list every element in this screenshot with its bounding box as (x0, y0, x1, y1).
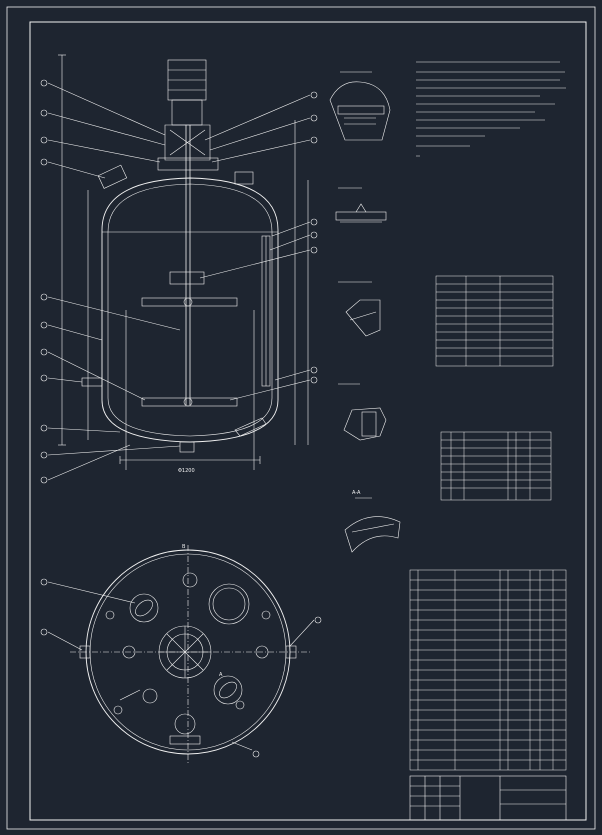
design-parameters-table (435, 275, 554, 367)
plan-view (40, 545, 322, 765)
upper-impeller (141, 297, 238, 307)
nozzle-table (440, 431, 552, 501)
top-nozzle-left (97, 164, 128, 189)
outer-border (6, 6, 596, 830)
detail-i (329, 71, 391, 141)
bottom-support (234, 417, 267, 437)
parts-list-table (409, 569, 567, 771)
side-nozzle (81, 377, 103, 387)
width-dimension: Φ1200 (178, 468, 195, 474)
gearbox (171, 99, 203, 126)
detail-weld-3 (338, 383, 387, 441)
vessel-shell (101, 177, 279, 443)
bottom-outlet (179, 441, 195, 453)
section-aa-label: A-A (352, 490, 361, 496)
vessel-elevation (40, 54, 318, 484)
coupling (169, 271, 205, 285)
detail-section-aa (344, 497, 401, 553)
view-b-label: B (182, 544, 186, 550)
manhole (208, 583, 250, 625)
mounting-base (157, 157, 219, 171)
section-a-marker: A (219, 672, 223, 678)
technical-notes (416, 61, 566, 157)
vessel-inner-wall (107, 183, 273, 437)
detail-weld-2 (338, 281, 381, 337)
lower-impeller (141, 397, 238, 407)
drive-frame (164, 124, 211, 161)
inner-border (29, 21, 587, 821)
top-nozzle-right (234, 171, 254, 185)
detail-weld-1 (335, 187, 387, 223)
title-block (409, 775, 567, 821)
